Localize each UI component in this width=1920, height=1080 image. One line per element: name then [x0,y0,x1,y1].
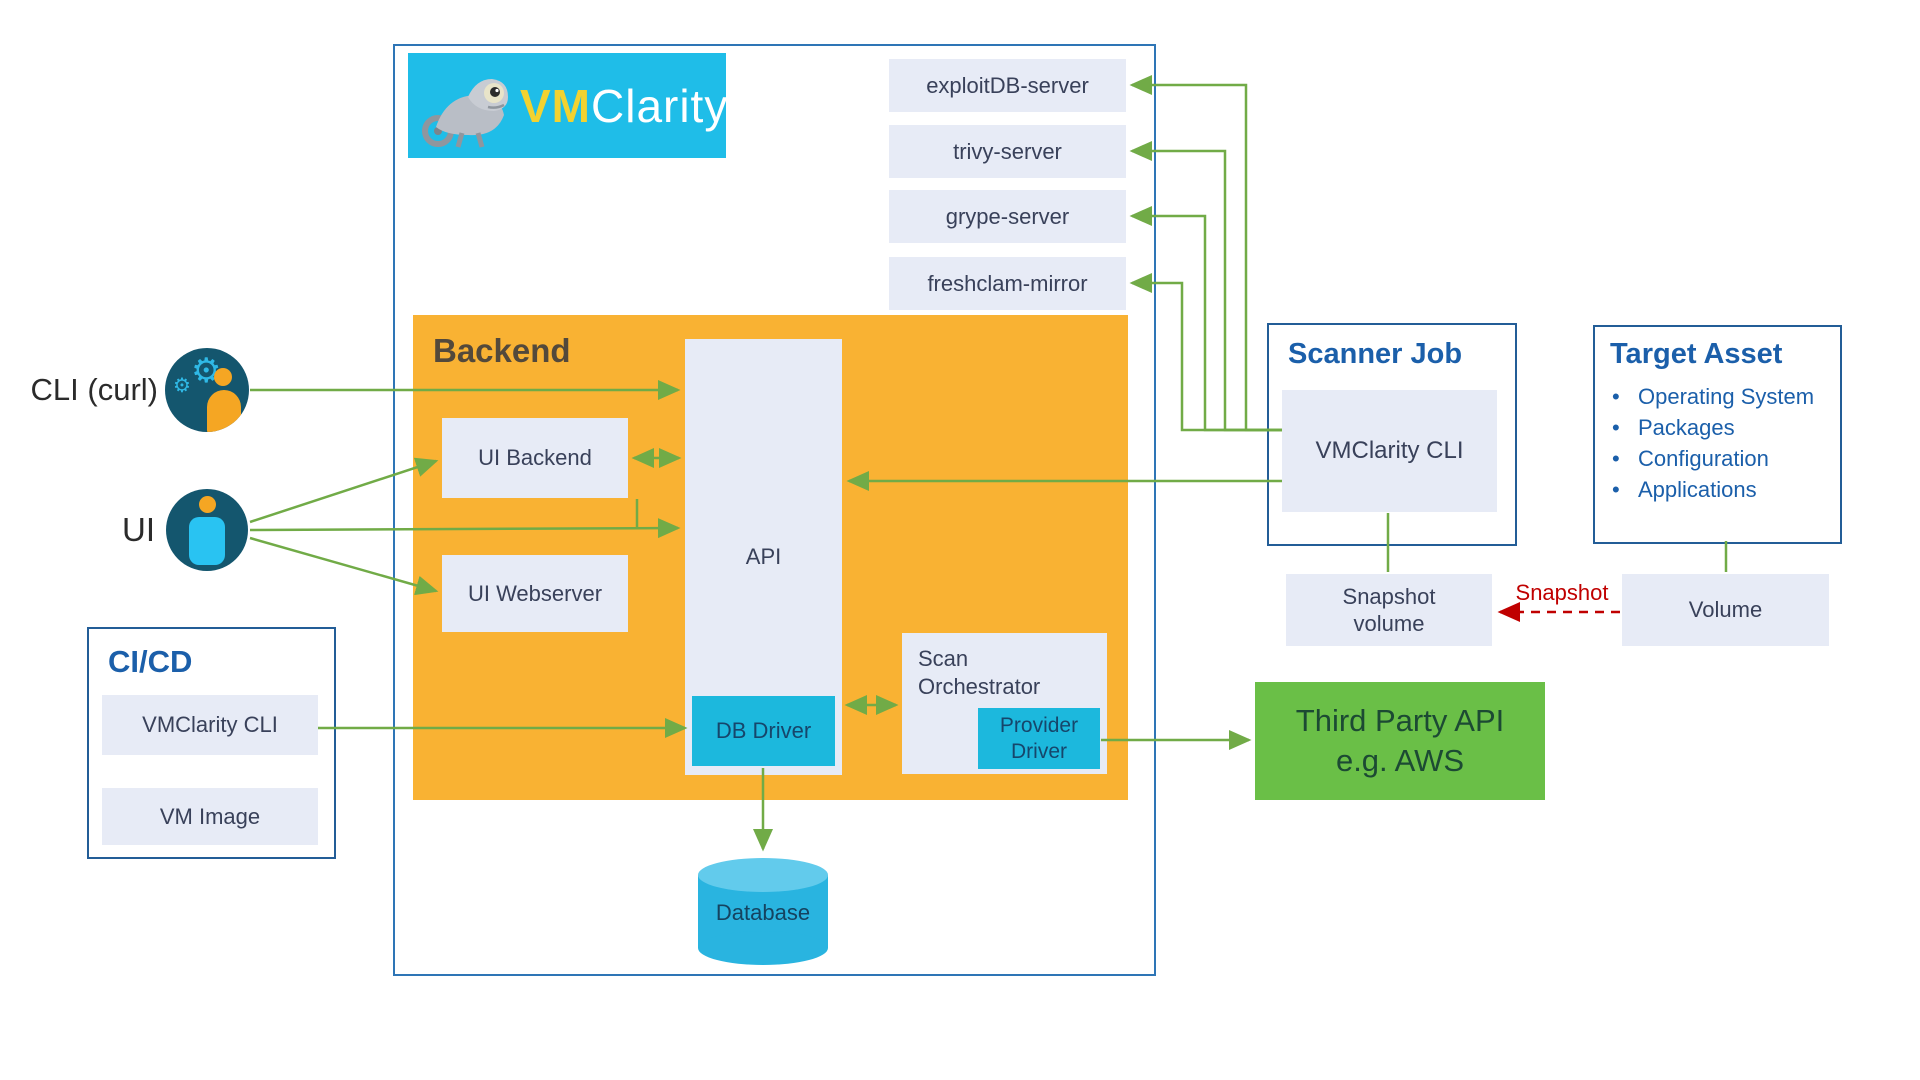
exploitdb-server-box: exploitDB-server [889,59,1126,112]
chameleon-icon [416,57,520,160]
third-party-line2: e.g. AWS [1335,743,1465,778]
logo-wordmark: VMClarity [520,79,728,133]
target-asset-title: Target Asset [1610,338,1783,370]
bullet-item: •Applications [1612,477,1757,502]
person-head [214,368,232,386]
third-party-api-box: Third Party API e.g. AWS [1255,682,1545,800]
bullet-item: •Operating System [1612,384,1815,409]
freshclam-mirror-box: freshclam-mirror [889,257,1126,310]
provider-driver-box: Provider Driver [978,708,1100,769]
snapshot-volume-box: Snapshot volume [1286,574,1492,646]
ui-webserver-box: UI Webserver [442,555,628,632]
db-driver-box: DB Driver [692,696,835,766]
bullet-item: •Packages [1612,415,1735,440]
target-asset-bullets: •Operating System •Packages •Configurati… [1608,384,1828,508]
ui-backend-box: UI Backend [442,418,628,498]
vmclarity-logo: VMClarity [408,53,728,160]
bullet-item: •Configuration [1612,446,1769,471]
logo-vm: VM [520,79,591,132]
person-head [199,496,216,513]
scan-orchestrator-label: Scan Orchestrator [918,646,1041,699]
database-label: Database [715,900,811,925]
person-body [207,390,241,432]
snapshot-volume-line2: volume [1353,611,1425,636]
vm-image-box: VM Image [102,788,318,845]
scanner-job-title: Scanner Job [1288,338,1463,370]
cli-user-icon: ⚙ ⚙ [165,348,249,432]
target-asset-panel [1593,325,1842,544]
third-party-line1: Third Party API [1295,702,1505,738]
trivy-server-box: trivy-server [889,125,1126,178]
snapshot-volume-line1: Snapshot [1342,583,1436,609]
logo-clarity: Clarity [591,79,729,132]
cicd-vmclarity-cli-box: VMClarity CLI [102,695,318,755]
ui-label: UI [122,511,155,548]
ui-user-icon [166,489,248,571]
volume-box: Volume [1622,574,1829,646]
person-body [189,517,225,565]
grype-server-box: grype-server [889,190,1126,243]
cli-curl-label: CLI (curl) [30,372,158,407]
scanner-vmclarity-cli-box: VMClarity CLI [1282,390,1497,512]
gear-icon-small: ⚙ [173,375,191,397]
backend-title: Backend [433,332,571,369]
cicd-title: CI/CD [108,644,193,679]
snapshot-arrow-label: Snapshot [1515,580,1609,605]
api-label: API [745,544,782,569]
